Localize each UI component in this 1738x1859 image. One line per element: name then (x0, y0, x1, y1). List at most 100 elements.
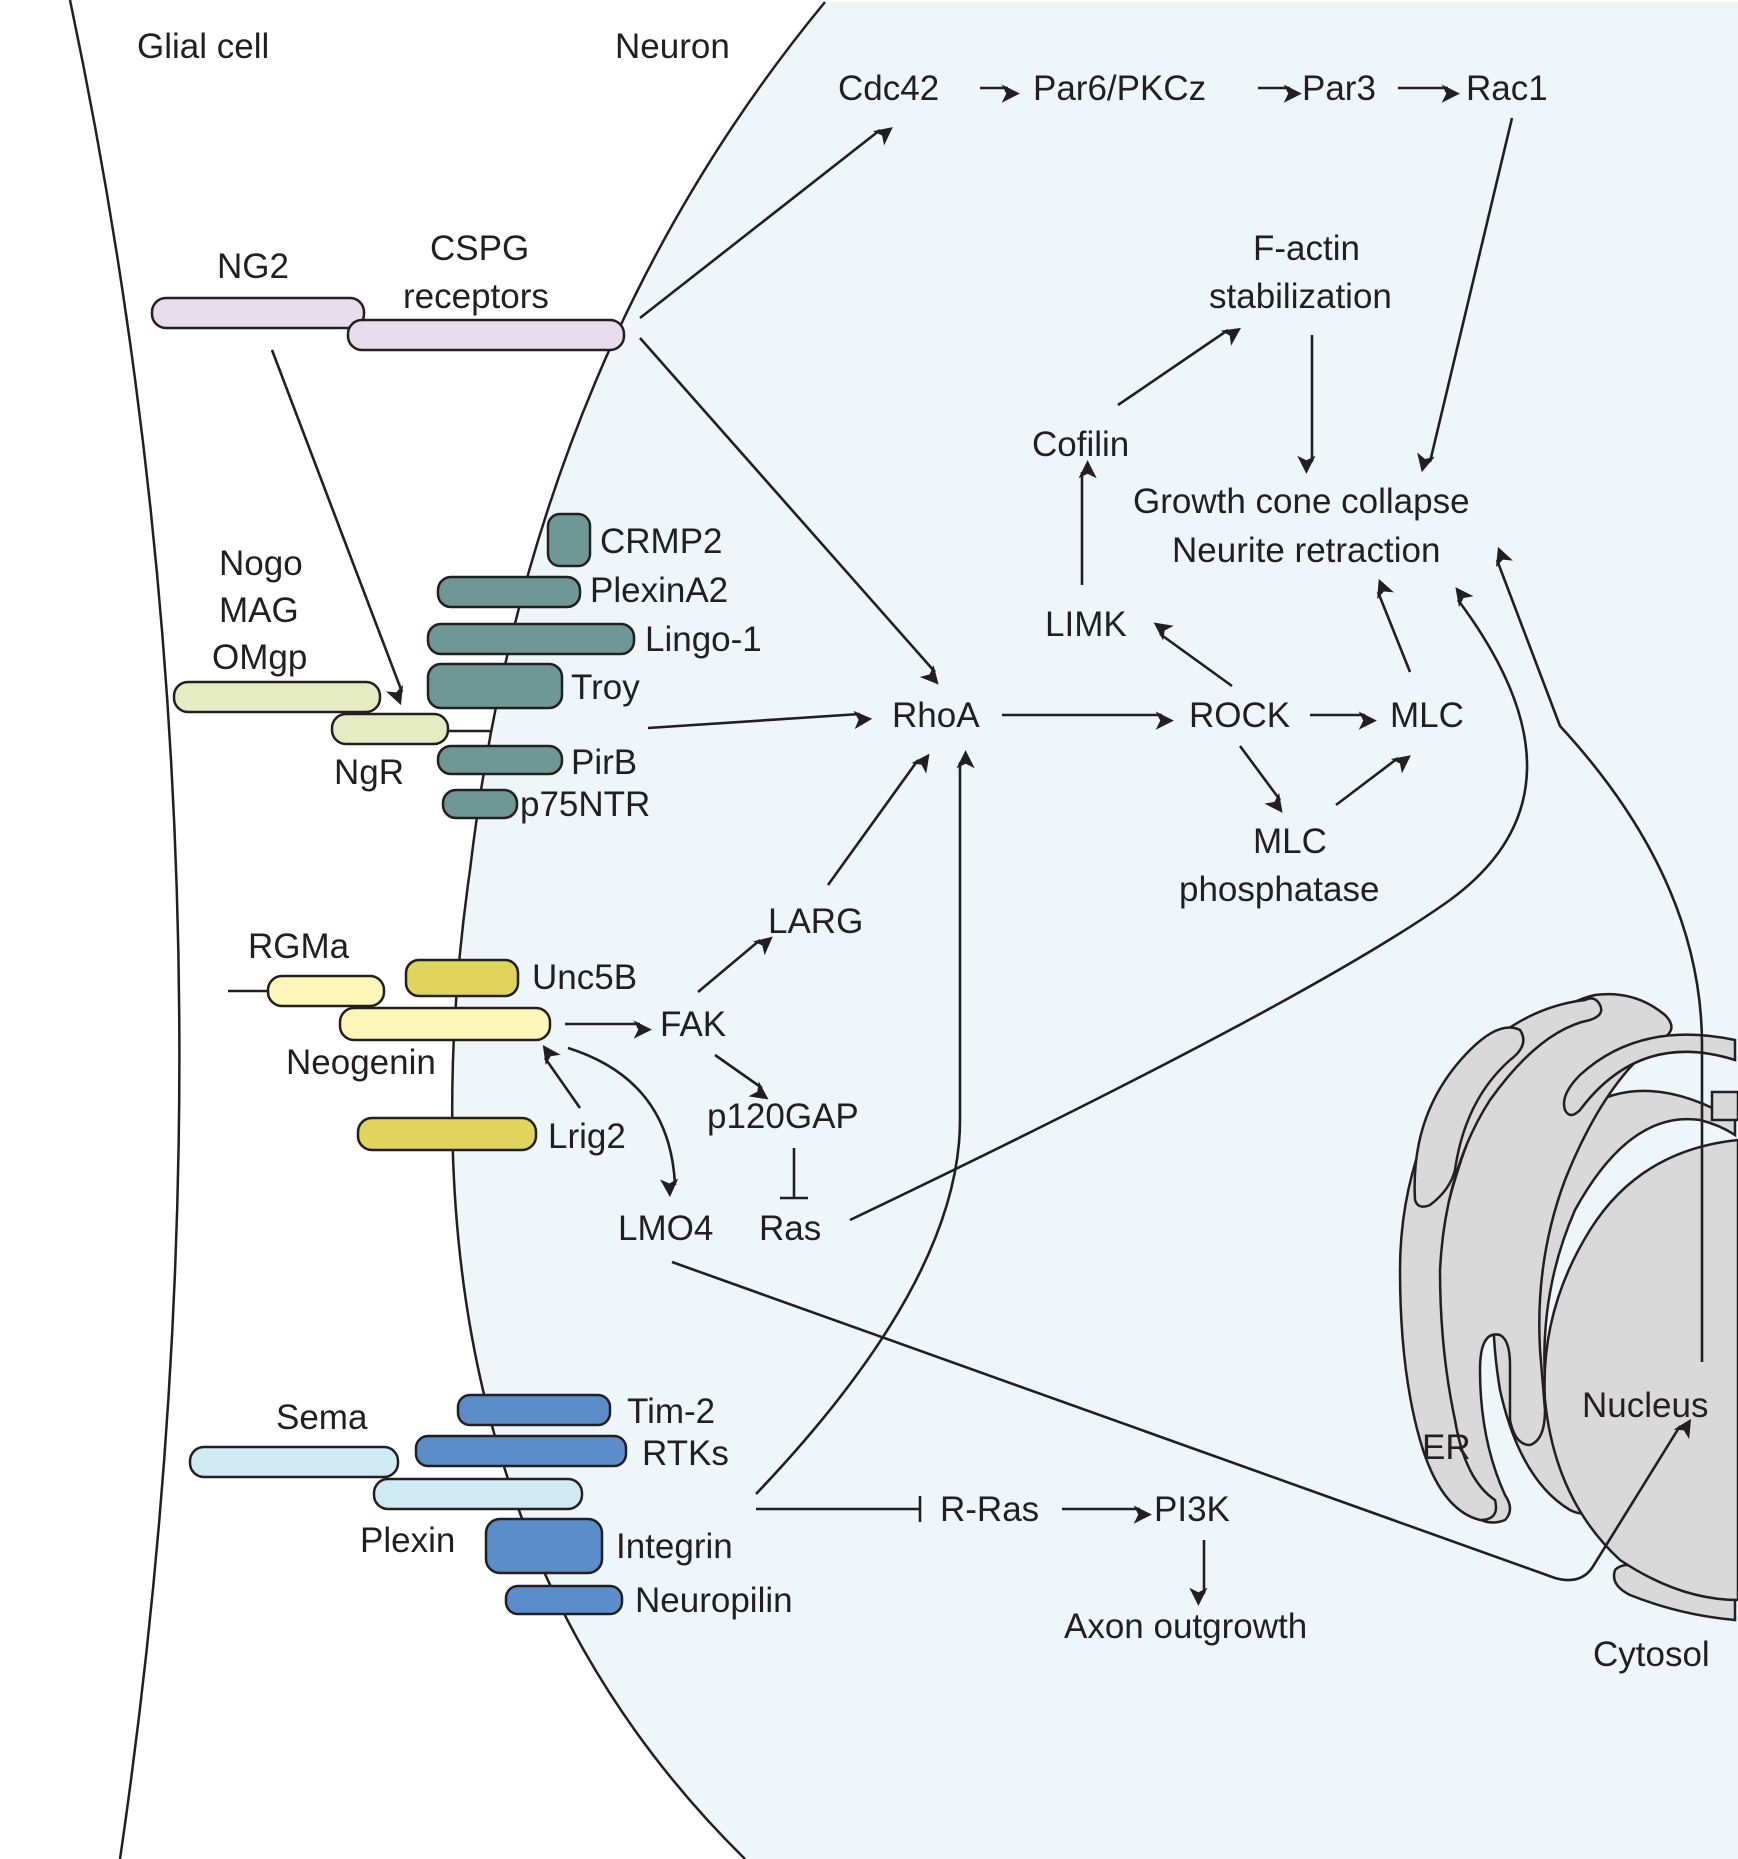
lmo4-label: LMO4 (618, 1209, 713, 1248)
rhoa-label: RhoA (892, 696, 980, 735)
rgma-bar (266, 974, 386, 1008)
limk-label: LIMK (1045, 605, 1127, 644)
pirb-label: PirB (571, 743, 637, 782)
rgma-label: RGMa (248, 927, 350, 966)
axon-outgrowth-label: Axon outgrowth (1064, 1607, 1307, 1646)
unc5b-label: Unc5B (532, 958, 637, 997)
endoplasmic-reticulum (1413, 1026, 1525, 1208)
nogo-label: Nogo (219, 544, 303, 583)
rgma-neogenin-complex (266, 958, 552, 1152)
rras-label: R-Ras (940, 1490, 1039, 1529)
arrow-ng2-ngr (270, 349, 404, 706)
neogenin-bar (338, 1006, 552, 1042)
crmp2-label: CRMP2 (600, 522, 723, 561)
cofilin-label: Cofilin (1032, 425, 1129, 464)
cdc42-label: Cdc42 (838, 69, 939, 108)
rtks-label: RTKs (642, 1434, 729, 1473)
crmp2-block (546, 512, 592, 568)
arrow-larg-rhoa (826, 753, 930, 886)
arrow-mlc-outcome (1376, 578, 1412, 673)
arrow-rock-mlcp (1238, 745, 1283, 813)
nucleus-label: Nucleus (1582, 1386, 1708, 1425)
arrow-sema-rhoa (755, 750, 975, 1495)
nogo-receptor-complex (172, 512, 636, 820)
par3-label: Par3 (1302, 69, 1376, 108)
arrow-cspg-to-rhoa (639, 337, 939, 685)
arrow-mlcp-mlc (1335, 755, 1411, 807)
troy-block (426, 662, 564, 710)
rac1-label: Rac1 (1466, 69, 1548, 108)
pathway-arrows (228, 84, 1704, 1606)
arrow-rock-limk (1153, 622, 1233, 688)
ngr-bar (330, 712, 450, 746)
factin-label-line1: F-actin (1253, 229, 1360, 268)
sema-plexin-complex (188, 1393, 628, 1616)
ng2-bar (150, 296, 366, 330)
lrig2-label: Lrig2 (548, 1117, 626, 1156)
sema-bar (188, 1445, 400, 1479)
integrin-label: Integrin (616, 1527, 733, 1566)
cspg-label-line1: CSPG (430, 229, 529, 268)
neogenin-label: Neogenin (286, 1043, 436, 1082)
endoplasmic-reticulum (1562, 1033, 1737, 1117)
arrow-cspg-to-cdc42 (639, 127, 893, 320)
plexina2-block (436, 575, 582, 609)
glial-cell-label: Glial cell (137, 27, 269, 66)
omgp-ligand-bar (172, 680, 382, 714)
larg-label: LARG (768, 902, 863, 941)
p75ntr-label: p75NTR (520, 785, 650, 824)
mlcp-label-line1: MLC (1253, 822, 1327, 861)
arrow-fak-p120gap (714, 1053, 769, 1100)
fak-label: FAK (660, 1005, 726, 1044)
mlcp-label-line2: phosphatase (1179, 870, 1379, 909)
plexina2-label: PlexinA2 (590, 571, 728, 610)
mag-label: MAG (219, 591, 299, 630)
cspg-label-line2: receptors (403, 277, 549, 316)
ng2-label: NG2 (217, 247, 289, 286)
endoplasmic-reticulum (1710, 1090, 1738, 1122)
tim2-label: Tim-2 (627, 1392, 715, 1431)
arrow-ras-outcome (849, 587, 1529, 1222)
neuropilin-block (504, 1584, 624, 1616)
arrow-neogenin-lmo4 (567, 1046, 679, 1198)
tim2-block (456, 1393, 612, 1427)
arrow-lmo4-nucleus (671, 1260, 1692, 1582)
lingo1-label: Lingo-1 (645, 620, 762, 659)
factin-label-line2: stabilization (1209, 277, 1392, 316)
ngr-label: NgR (334, 753, 404, 792)
pi3k-label: PI3K (1154, 1490, 1230, 1529)
arrow-fak-larg (697, 936, 773, 993)
pirb-block (436, 744, 564, 776)
nucleus (1543, 1138, 1738, 1602)
mlc-label: MLC (1390, 696, 1464, 735)
outcome-label-line1: Growth cone collapse (1133, 482, 1470, 521)
lingo1-block (426, 622, 636, 656)
glial-cell-membrane (68, 0, 181, 1859)
p75ntr-block (441, 788, 519, 820)
cytosol-label: Cytosol (1593, 1635, 1710, 1674)
cspg-receptor-bar (346, 318, 626, 352)
troy-label: Troy (571, 668, 640, 707)
arrow-nucleus-outcome (1495, 546, 1704, 1362)
p120gap-label: p120GAP (707, 1097, 859, 1136)
ras-label: Ras (759, 1209, 821, 1248)
par6-label: Par6/PKCz (1033, 69, 1206, 108)
omgp-label: OMgp (212, 638, 307, 677)
ng2-cspg-complex (150, 296, 626, 352)
arrow-rac1-outcome (1417, 117, 1514, 473)
plexin-label: Plexin (360, 1521, 455, 1560)
glial-cell-body (0, 0, 179, 1859)
neuron-label: Neuron (615, 27, 730, 66)
arrow-cofilin-factin (1117, 327, 1241, 407)
lrig2-block (356, 1116, 538, 1152)
er-label: ER (1422, 1428, 1471, 1467)
unc5b-block (404, 958, 520, 998)
plexin-bar (372, 1477, 584, 1511)
neuropilin-label: Neuropilin (635, 1581, 793, 1620)
arrow-lrig2-neogenin (542, 1045, 582, 1109)
outcome-label-line2: Neurite retraction (1172, 531, 1440, 570)
arrow-receptors-rhoa (647, 710, 873, 730)
rock-label: ROCK (1189, 696, 1290, 735)
rtks-block (414, 1434, 628, 1468)
